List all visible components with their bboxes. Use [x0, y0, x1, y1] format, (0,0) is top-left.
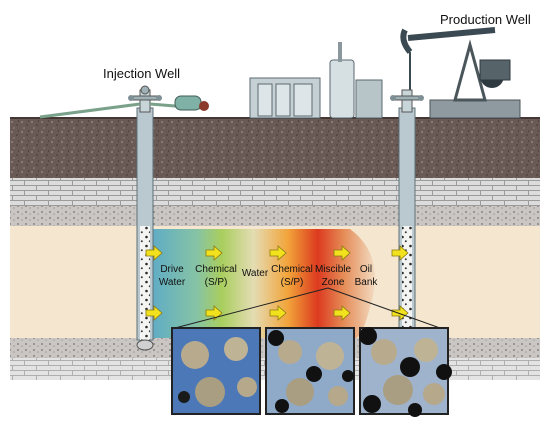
storage-tanks-icon — [249, 42, 383, 119]
topsoil-layer — [10, 118, 540, 178]
micro-panel-2 — [265, 327, 355, 415]
zone-drive-water-line1: Drive — [160, 264, 184, 275]
zone-chemical-2-line2: (S/P) — [281, 277, 304, 288]
flood-front — [146, 229, 376, 338]
wellhead-icon — [128, 85, 162, 113]
injection-pump-icon — [174, 95, 209, 111]
zone-oil-bank-line2: Bank — [355, 277, 379, 288]
micro-panel-1 — [171, 327, 261, 415]
rock-layer — [10, 178, 540, 206]
micro-panel-3 — [359, 327, 452, 417]
production-well — [398, 107, 416, 341]
flow-arrow-icon — [145, 245, 409, 321]
gravel-layer — [10, 206, 540, 226]
zone-oil-bank-line1: Oil — [360, 264, 372, 275]
zone-drive-water-line2: Water — [159, 277, 186, 288]
injection-well-label: Injection Well — [103, 66, 180, 81]
zone-chemical-1-line2: (S/P) — [205, 277, 228, 288]
injection-well — [136, 107, 154, 351]
zone-miscible-line2: Zone — [322, 277, 345, 288]
pump-jack-icon — [400, 27, 521, 119]
zone-labels: Drive Water Chemical (S/P) Water Chemica… — [159, 264, 379, 288]
zone-miscible-line1: Miscible — [315, 264, 352, 275]
zone-water-line1: Water — [242, 268, 269, 279]
zone-chemical-1-line1: Chemical — [195, 264, 237, 275]
wellhead-icon — [390, 89, 424, 113]
production-well-label: Production Well — [440, 12, 531, 27]
zone-chemical-2-line1: Chemical — [271, 264, 313, 275]
